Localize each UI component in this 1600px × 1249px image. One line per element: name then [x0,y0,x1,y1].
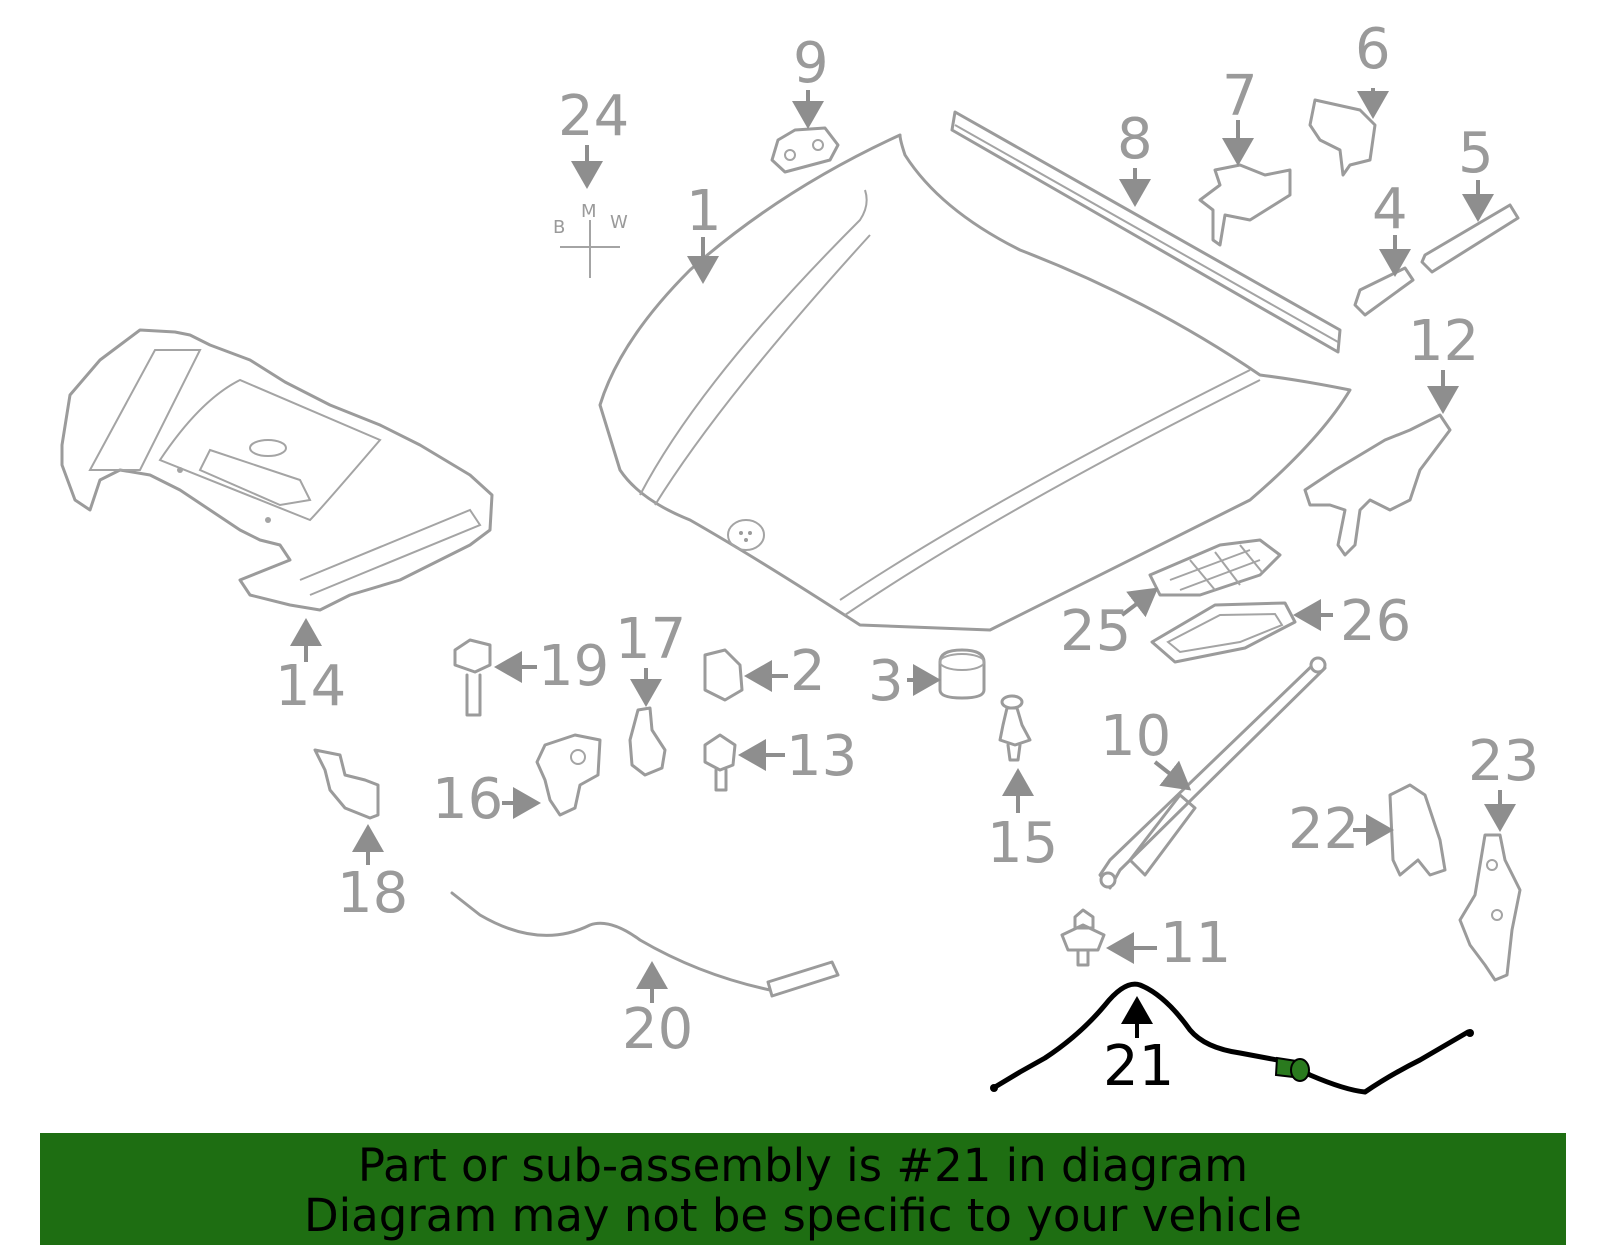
part-9-bracket [770,126,840,174]
callout-4: 4 [1372,177,1408,242]
part-25-grille [1148,538,1282,597]
callout-9: 9 [793,31,829,96]
brand-letter-m: M [581,201,597,222]
part-10-strut [1098,656,1327,890]
callout-14: 14 [275,654,346,719]
callout-21: 21 [1103,1034,1174,1099]
part-6-bracket [1308,98,1377,177]
callout-20: 20 [622,997,693,1062]
banner-line-2: Diagram may not be specific to your vehi… [304,1189,1302,1242]
part-15-clip [998,694,1032,762]
part-11-bolt [1060,908,1106,967]
callout-17: 17 [615,607,686,672]
callout-11: 11 [1160,911,1231,976]
callout-7: 7 [1222,64,1258,129]
part-22-bracket [1388,783,1447,877]
callout-15: 15 [987,811,1058,876]
callout-25: 25 [1060,599,1131,664]
callout-26: 26 [1340,589,1411,654]
part-7-bracket [1198,163,1292,247]
callout-6: 6 [1355,17,1391,82]
part-18-bracket [313,748,380,820]
part-13-nut [703,733,737,792]
callout-22: 22 [1288,797,1359,862]
brand-letter-b: B [553,217,565,238]
part-1-hood [598,133,1352,632]
callout-19: 19 [538,634,609,699]
callout-1: 1 [686,179,722,244]
brand-letter-w: W [610,212,628,233]
part-3-bumper [938,648,986,700]
part-2-clip [703,648,744,702]
callout-3: 3 [868,649,904,714]
callout-12: 12 [1408,309,1479,374]
callout-18: 18 [337,861,408,926]
part-26-gasket [1150,601,1297,664]
part-23-hinge [1458,833,1522,982]
part-5-trim [1420,203,1520,274]
callout-16: 16 [432,767,503,832]
part-16-bracket [535,733,602,817]
banner-line-1: Part or sub-assembly is #21 in diagram [357,1139,1249,1192]
info-banner: Part or sub-assembly is #21 in diagram D… [40,1133,1566,1245]
callout-arrows [290,88,1516,1038]
callout-8: 8 [1117,107,1153,172]
callout-24: 24 [558,84,629,149]
part-17-latch [628,706,667,777]
part-24-badge: B M W [553,201,628,278]
part-4-trim [1353,266,1415,317]
part-12-hinge [1303,413,1452,557]
callout-10: 10 [1100,704,1171,769]
callout-labels: 1 2 3 4 5 6 7 8 9 10 11 12 13 14 15 16 1… [275,17,1539,1099]
part-8-seal [950,110,1342,354]
callout-2: 2 [790,639,826,704]
part-20-cable [450,891,840,998]
callout-23: 23 [1468,729,1539,794]
callout-13: 13 [786,724,857,789]
part-14-insulation [60,328,494,612]
callout-5: 5 [1458,121,1494,186]
part-19-bolt [453,638,492,717]
part-21-release-cable [990,981,1474,1095]
